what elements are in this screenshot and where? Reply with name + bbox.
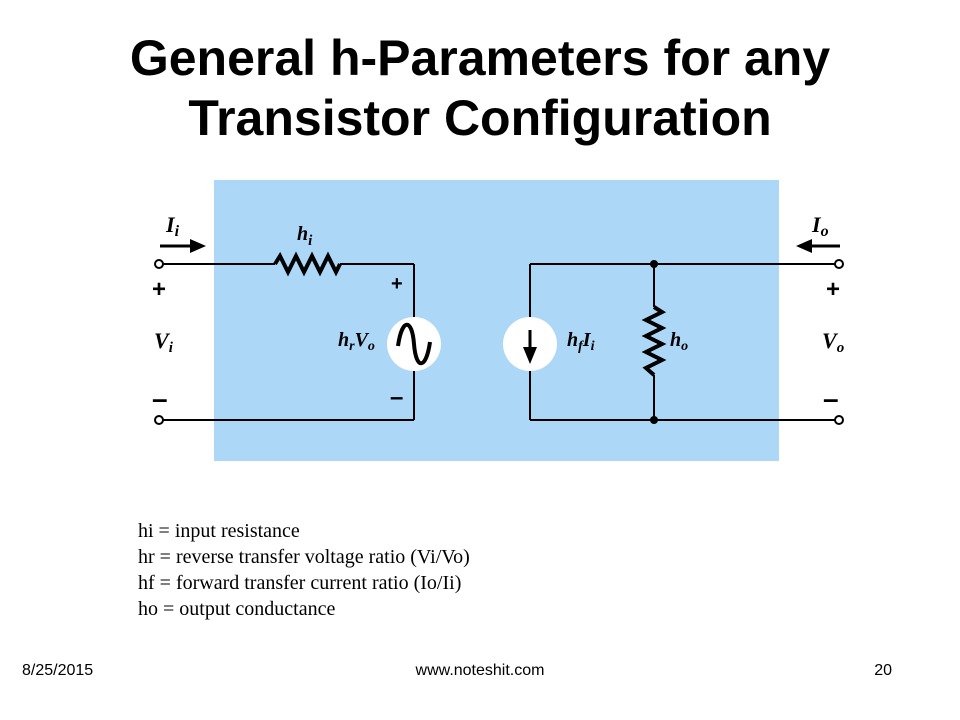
hi-label: hi (297, 223, 313, 249)
parameter-legend: hi = input resistance hr = reverse trans… (138, 518, 470, 622)
output-current-label: Io (811, 212, 829, 240)
input-terminal-top (154, 259, 164, 269)
legend-item-hr: hr = reverse transfer voltage ratio (Vi/… (138, 546, 470, 568)
hr-vo-label: hrVo (338, 329, 375, 354)
ho-label: ho (670, 329, 688, 354)
slide-title: General h-Parameters for any Transistor … (0, 28, 960, 148)
output-terminal-top (834, 259, 844, 269)
footer-page-number: 20 (874, 662, 892, 679)
input-terminal-bottom (154, 415, 164, 425)
title-line-1: General h-Parameters for any (129, 30, 831, 86)
source-minus-sign: – (390, 384, 403, 411)
source-plus-sign: + (391, 273, 403, 295)
input-plus-sign: + (152, 276, 166, 303)
legend-item-ho: ho = output conductance (138, 598, 336, 620)
diagram-background-panel (214, 180, 779, 461)
input-voltage-label: Vi (154, 328, 174, 356)
input-side-wires (163, 251, 415, 421)
output-plus-sign: + (826, 276, 840, 303)
sine-wave-icon (396, 322, 432, 366)
junction-dot-top (650, 260, 658, 268)
output-minus-sign: – (823, 383, 839, 414)
input-minus-sign: – (152, 383, 168, 414)
footer-date: 8/25/2015 (22, 662, 94, 679)
output-voltage-label: Vo (822, 328, 844, 356)
footer-website: www.noteshit.com (415, 662, 545, 679)
output-side-wires (529, 263, 835, 421)
output-terminal-bottom (834, 415, 844, 425)
hr-voltage-source (387, 317, 441, 371)
input-current-label: Ii (165, 212, 180, 240)
arrow-down-icon (523, 347, 537, 364)
hf-current-source (503, 317, 557, 371)
input-current-arrow-icon (160, 239, 206, 253)
legend-item-hf: hf = forward transfer current ratio (Io/… (138, 572, 462, 594)
title-line-2: Transistor Configuration (188, 90, 772, 146)
output-current-arrow-icon (796, 239, 840, 253)
legend-item-hi: hi = input resistance (138, 520, 300, 542)
ho-resistor (641, 305, 667, 377)
junction-dot-bottom (650, 416, 658, 424)
terminals (154, 259, 844, 425)
hi-resistor (273, 251, 342, 277)
hf-ii-label: hfIi (567, 329, 595, 354)
